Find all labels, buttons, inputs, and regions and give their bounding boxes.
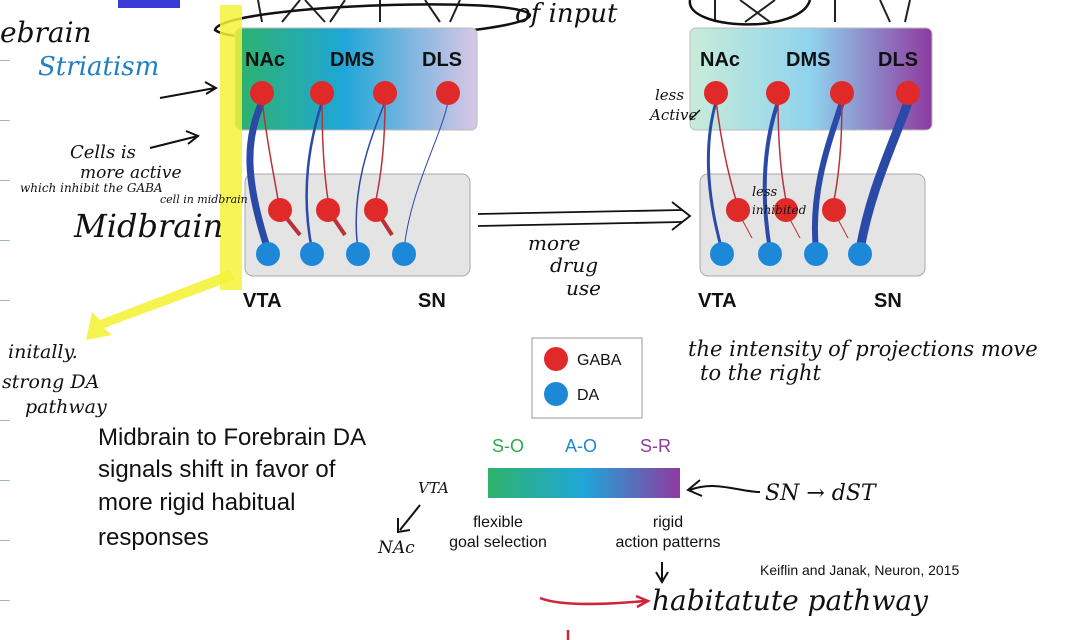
left-da-cells bbox=[256, 242, 416, 266]
ruler-tick bbox=[0, 540, 10, 541]
citation: Keiflin and Janak, Neuron, 2015 bbox=[760, 562, 959, 578]
ruler-tick bbox=[0, 120, 10, 121]
yellow-highlight bbox=[86, 5, 242, 340]
note-vta: VTA bbox=[418, 479, 449, 497]
note-drug-2: drug bbox=[550, 253, 598, 277]
transition-arrow bbox=[477, 201, 692, 231]
note-of-input: of input bbox=[515, 0, 618, 29]
summary-line-2: signals shift in favor of bbox=[98, 456, 336, 483]
note-cells-1: Cells is bbox=[70, 142, 136, 163]
gradient-label-so: S-O bbox=[492, 436, 524, 456]
right-panel: NAc DMS DLS VTA SN bbox=[689, 27, 933, 312]
note-less-inhibited-2: inhibited bbox=[752, 203, 807, 217]
note-initially-3: pathway bbox=[25, 396, 107, 418]
note-nac: NAc bbox=[377, 538, 415, 558]
blue-tab bbox=[118, 0, 180, 8]
ruler-tick bbox=[0, 300, 10, 301]
note-arrow-cells bbox=[149, 130, 200, 149]
left-panel: NAc DMS DLS VTA SN bbox=[234, 27, 478, 312]
input-arrows-right bbox=[714, 0, 911, 23]
note-less-active-2: Active bbox=[648, 106, 698, 124]
right-label-dls: DLS bbox=[878, 49, 918, 71]
legend-da-label: DA bbox=[577, 387, 600, 404]
gradient-left-caption-1: flexible bbox=[473, 514, 523, 531]
left-label-dms: DMS bbox=[330, 49, 374, 71]
right-da-cells bbox=[710, 242, 872, 266]
note-forebrain: ebrain bbox=[0, 16, 92, 49]
note-arrow-striatum bbox=[159, 81, 219, 99]
note-striatism: Striatism bbox=[38, 52, 159, 82]
gradient-right-caption-1: rigid bbox=[653, 514, 683, 531]
left-label-sn: SN bbox=[418, 290, 446, 312]
right-label-nac: NAc bbox=[700, 49, 740, 71]
note-arrow-vta-nac bbox=[397, 504, 421, 534]
note-less-active-1: less bbox=[655, 86, 684, 104]
note-intensity-1: the intensity of projections move bbox=[688, 337, 1038, 361]
summary-line-4: responses bbox=[98, 524, 209, 551]
note-cells-4: cell in midbrain bbox=[160, 193, 248, 206]
right-label-dms: DMS bbox=[786, 49, 830, 71]
note-cells-2: more active bbox=[80, 163, 182, 183]
summary-line-3: more rigid habitual bbox=[98, 489, 295, 516]
left-striatum-box bbox=[234, 27, 478, 131]
right-striatum-box bbox=[689, 27, 933, 131]
gradient-left-caption-2: goal selection bbox=[449, 534, 547, 551]
note-red-arrow bbox=[539, 594, 651, 609]
note-midbrain: Midbrain bbox=[73, 207, 223, 245]
ruler-tick bbox=[0, 180, 10, 181]
legend-gaba-label: GABA bbox=[577, 352, 622, 369]
note-intensity-2: to the right bbox=[700, 361, 822, 385]
ruler-tick bbox=[0, 600, 10, 601]
note-arrow-sn-dst bbox=[686, 479, 761, 497]
note-arrow-down bbox=[655, 562, 669, 584]
left-gaba-cells-striatum bbox=[250, 81, 460, 105]
right-gaba-cells-midbrain bbox=[726, 198, 846, 222]
left-label-vta: VTA bbox=[243, 290, 282, 312]
legend-gaba-swatch bbox=[544, 347, 568, 371]
right-label-sn: SN bbox=[874, 290, 902, 312]
ruler-tick bbox=[0, 240, 10, 241]
note-drug-1: more bbox=[528, 231, 580, 255]
note-initially-1: initally. bbox=[8, 341, 78, 363]
ruler-tick bbox=[0, 480, 10, 481]
ruler-tick bbox=[0, 420, 10, 421]
note-initially-2: strong DA bbox=[2, 371, 99, 393]
left-label-dls: DLS bbox=[422, 49, 462, 71]
gradient-bar bbox=[488, 468, 680, 498]
legend: GABA DA bbox=[531, 337, 643, 419]
note-sn-dst: SN → dST bbox=[765, 481, 878, 506]
gradient-right-caption-2: action patterns bbox=[616, 534, 721, 551]
input-ellipse-right bbox=[688, 0, 812, 26]
note-cells-3: which inhibit the GABA bbox=[20, 181, 163, 195]
summary-line-1: Midbrain to Forebrain DA bbox=[98, 424, 366, 451]
gradient-label-ao: A-O bbox=[565, 436, 597, 456]
right-da-projections bbox=[706, 100, 913, 251]
gradient-label-sr: S-R bbox=[640, 436, 671, 456]
left-label-nac: NAc bbox=[245, 49, 285, 71]
legend-da-swatch bbox=[544, 382, 568, 406]
left-gaba-cells-midbrain bbox=[268, 198, 388, 222]
right-label-vta: VTA bbox=[698, 290, 737, 312]
note-less-inhibited-1: less bbox=[752, 185, 778, 200]
note-habit-pathway: habitatute pathway bbox=[652, 584, 929, 617]
note-drug-3: use bbox=[566, 276, 601, 300]
left-da-projections bbox=[246, 100, 449, 252]
note-arrow-less-active bbox=[689, 109, 701, 121]
right-gaba-cells-striatum bbox=[704, 81, 920, 105]
summary-text: Midbrain to Forebrain DA signals shift i… bbox=[98, 424, 366, 551]
gradient-scale: S-O A-O S-R flexible goal selection rigi… bbox=[449, 436, 720, 551]
ruler-tick bbox=[0, 60, 10, 61]
